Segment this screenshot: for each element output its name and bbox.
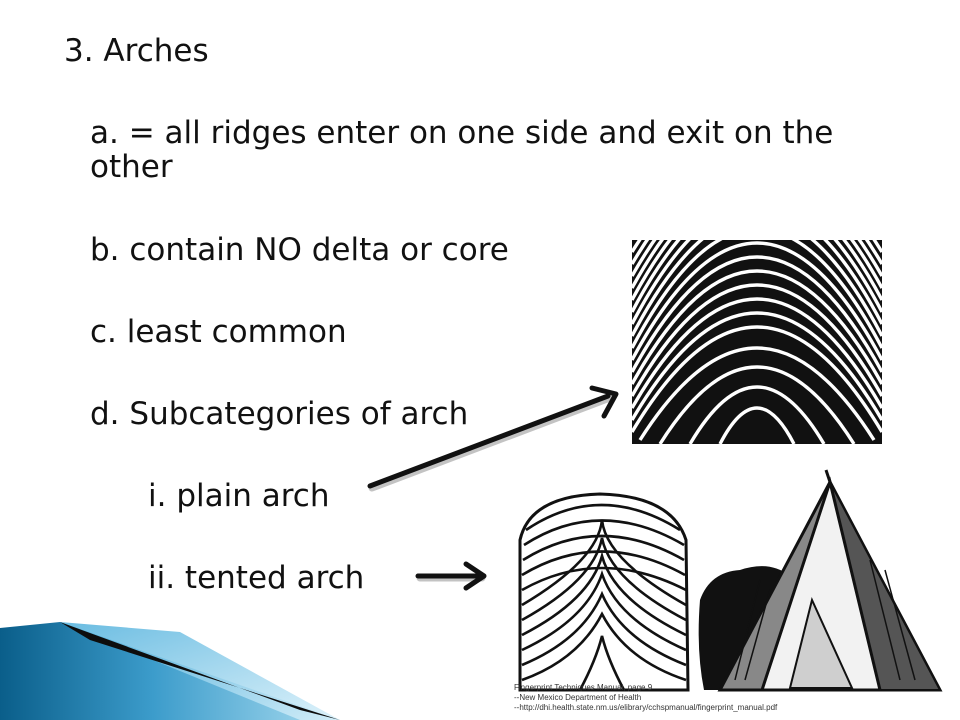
sub-bullet-tented-arch: ii. tented arch	[148, 560, 365, 596]
bullet-c: c. least common	[90, 314, 347, 350]
credit-line-2: --New Mexico Department of Health	[514, 693, 642, 702]
corner-ribbon-decoration	[0, 622, 340, 720]
tented-arch-fingerprint-image	[518, 492, 690, 692]
bullet-a: a. = all ridges enter on one side and ex…	[90, 115, 834, 185]
credit-line-1: Fingerprint Techniques Manual, page 9	[514, 683, 653, 692]
sub-bullet-plain-arch: i. plain arch	[148, 478, 330, 514]
arrow-to-tented-arch-icon	[415, 561, 487, 591]
slide-title: 3. Arches	[64, 33, 209, 69]
tent-illustration-image	[698, 469, 943, 692]
credit-line-3: --http://dhi.health.state.nm.us/elibrary…	[514, 703, 778, 712]
arrow-to-plain-arch-icon	[367, 385, 619, 492]
plain-arch-fingerprint-image	[630, 148, 884, 445]
bullet-d: d. Subcategories of arch	[90, 396, 469, 432]
image-credit: Fingerprint Techniques Manual, page 9 --…	[514, 683, 777, 713]
bullet-b: b. contain NO delta or core	[90, 232, 509, 268]
